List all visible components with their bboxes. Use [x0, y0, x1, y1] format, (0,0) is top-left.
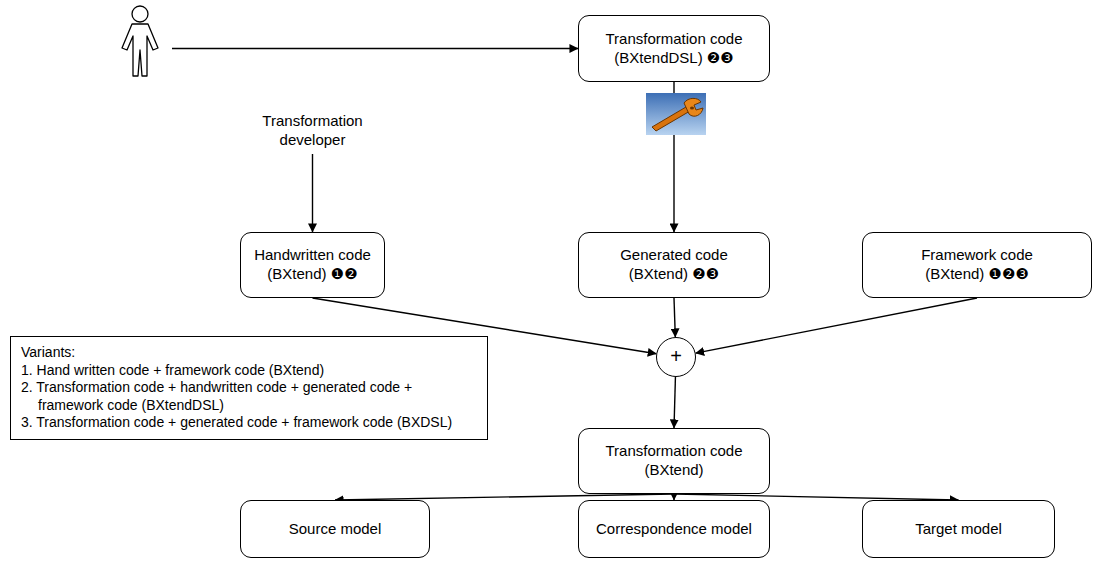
node-label: Correspondence model — [596, 520, 752, 539]
node-label: Framework code (BXtend) ❶❷❸ — [903, 246, 1051, 284]
flow-arrow — [674, 377, 675, 428]
note-heading: Variants: — [21, 344, 477, 362]
flow-arrow — [172, 48, 578, 49]
process-box: Transformation code (BXtendDSL) ❷❸ — [578, 15, 770, 82]
process-box: Generated code (BXtend) ❷❸ — [578, 232, 770, 298]
process-box: Handwritten code (BXtend) ❶❷ — [240, 232, 385, 298]
note-item: 2. Transformation code + handwritten cod… — [21, 379, 477, 414]
node-label: Transformation code (BXtendDSL) ❷❸ — [601, 30, 747, 68]
node-label: Generated code (BXtend) ❷❸ — [601, 246, 747, 284]
model-box: Correspondence model — [578, 500, 770, 558]
process-box: Transformation code (BXtend) — [578, 428, 770, 494]
flow-arrow — [696, 298, 977, 353]
note-item: 1. Hand written code + framework code (B… — [21, 362, 477, 380]
actor-label: Transformation developer — [240, 108, 385, 154]
model-box: Source model — [240, 500, 430, 558]
node-label: Handwritten code (BXtend) ❶❷ — [251, 246, 374, 284]
flow-arrow — [674, 298, 675, 337]
note-item: 3. Transformation code + generated code … — [21, 414, 477, 432]
process-box: Framework code (BXtend) ❶❷❸ — [862, 232, 1092, 298]
variants-note: Variants:1. Hand written code + framewor… — [10, 336, 488, 440]
flow-arrow — [312, 154, 313, 232]
person-figure — [112, 4, 168, 78]
node-label: + — [670, 346, 682, 366]
node-label: Transformation developer — [244, 112, 381, 150]
merge-circle: + — [656, 337, 696, 377]
node-label: Target model — [915, 520, 1002, 539]
tool-icon — [646, 93, 706, 135]
node-label: Transformation code (BXtend) — [601, 442, 747, 480]
node-label: Source model — [289, 520, 382, 539]
model-box: Target model — [862, 500, 1055, 558]
